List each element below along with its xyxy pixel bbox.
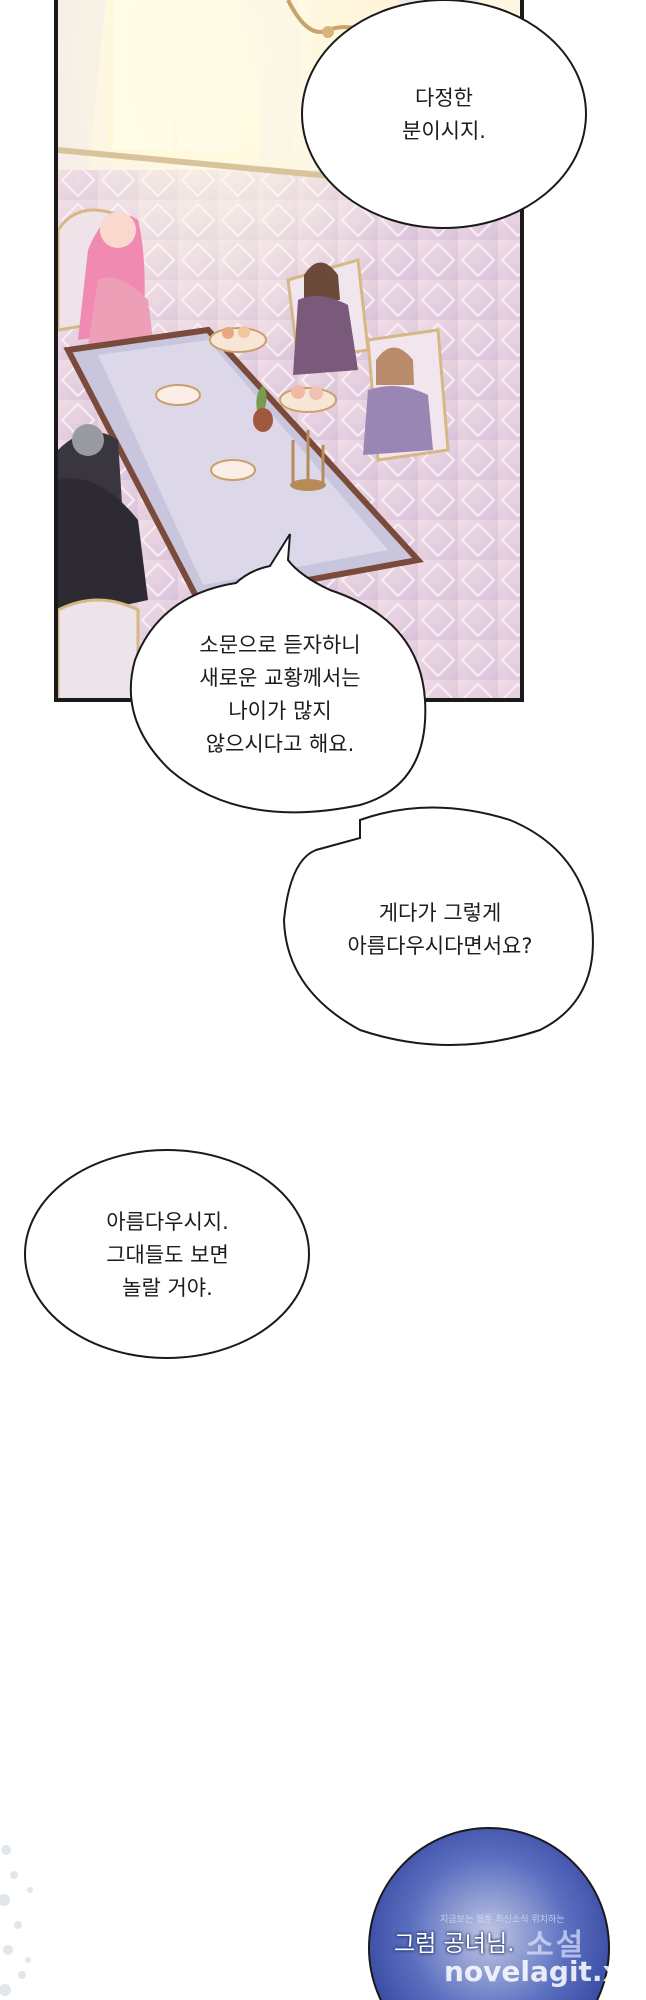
speech-bubble-3-shape xyxy=(282,806,594,1046)
speech-bubble-4-text: 아름다우시지. 그대들도 보면 놀랄 거야. xyxy=(106,1209,229,1300)
bottom-panel xyxy=(344,1818,646,2000)
watermark-small-text: 지금보는 웹툰 최신소식 위치하는 xyxy=(440,1915,565,1925)
speech-bubble-2-shape xyxy=(129,533,427,814)
speech-bubble-4-shape xyxy=(24,1149,310,1359)
bottom-caption: 그럼 공녀님. xyxy=(394,1931,515,1957)
blue-oval-image xyxy=(368,1827,610,2000)
watermark-brand: 소설 xyxy=(526,1928,586,1963)
speech-bubble-1-text: 다정한 분이시지. xyxy=(402,86,486,143)
watermark-site[interactable]: novelagit.xyz xyxy=(444,1955,646,1988)
frost-decoration xyxy=(0,1845,33,1996)
speech-bubble-1-shape xyxy=(301,0,587,229)
speech-bubble-3-text: 게다가 그렇게 아름다우시다면서요? xyxy=(347,901,533,958)
speech-bubble-2-text: 소문으로 듣자하니 새로운 교황께서는 나이가 많지 않으시다고 해요. xyxy=(199,633,361,756)
